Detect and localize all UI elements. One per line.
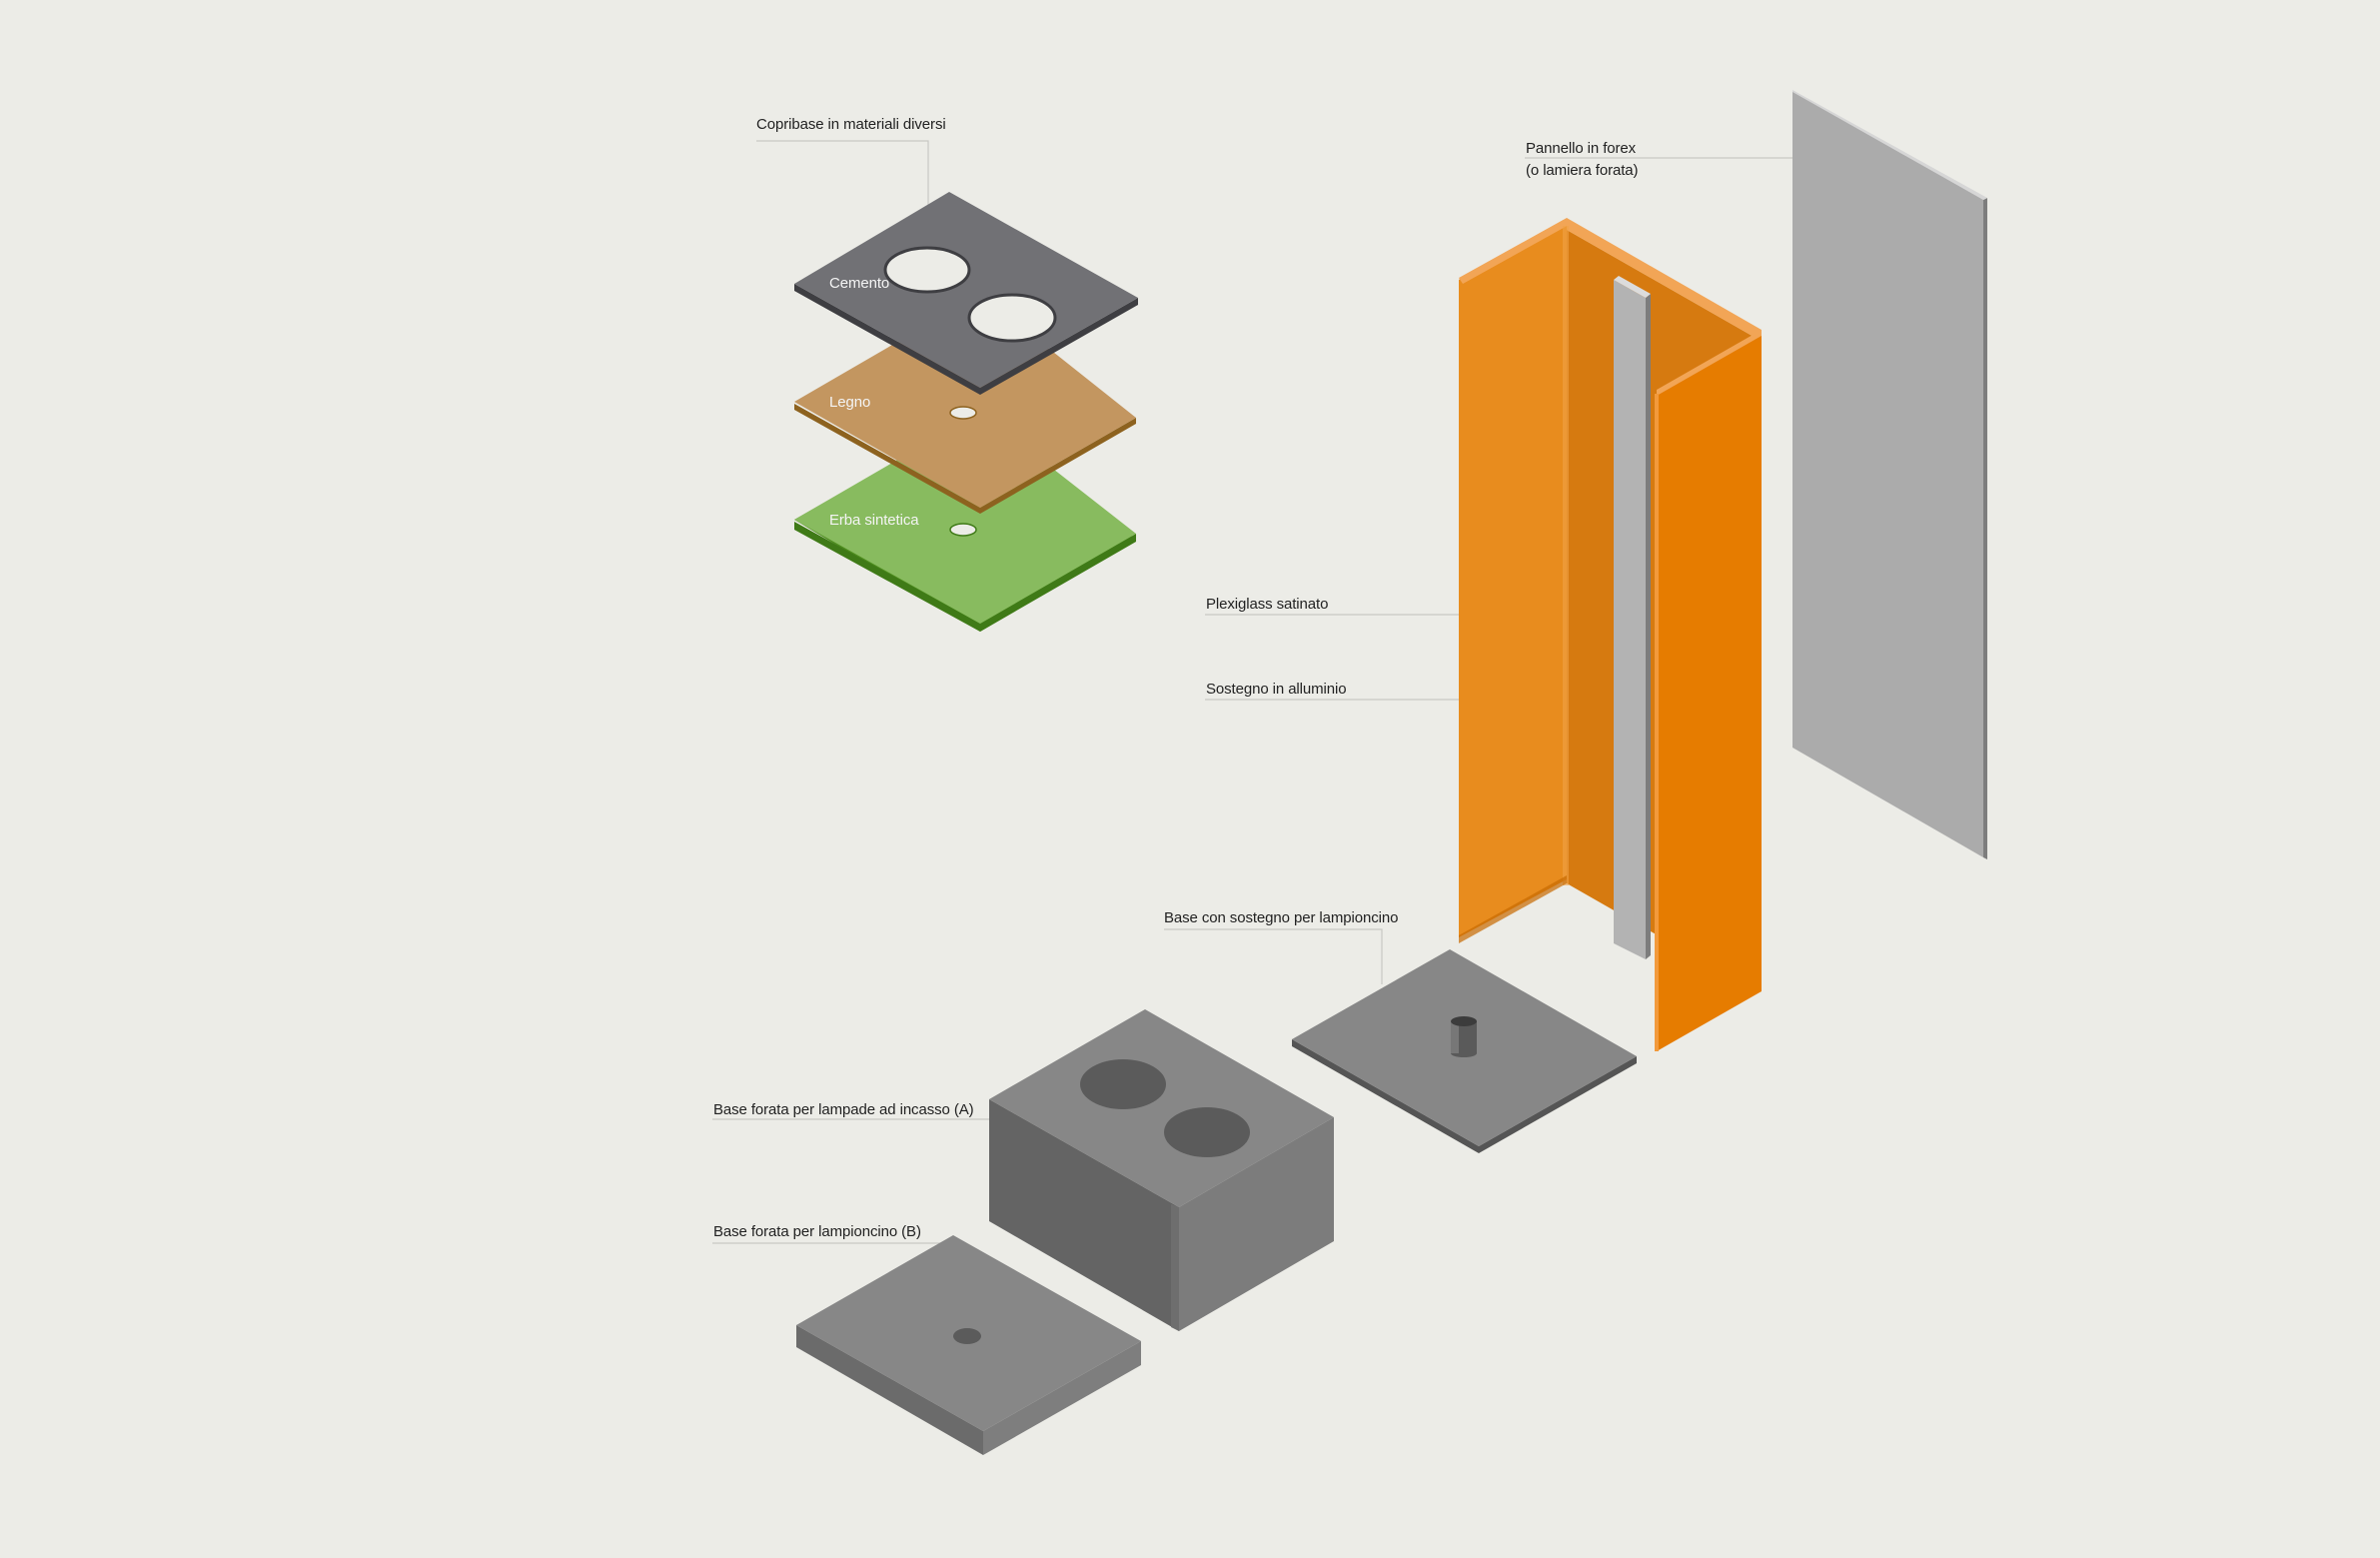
- label-base-sostegno: Base con sostegno per lampioncino: [1164, 909, 1399, 926]
- label-base-forata-a: Base forata per lampade ad incasso (A): [713, 1101, 974, 1118]
- label-base-forata-b: Base forata per lampioncino (B): [713, 1223, 921, 1240]
- lampioncino-pin: [1451, 1016, 1477, 1057]
- leader-base-sostegno: [1164, 928, 1383, 984]
- label-sostegno: Sostegno in alluminio: [1206, 681, 1347, 698]
- label-pannello: Pannello in forex (o lamiera forata): [1526, 138, 1639, 182]
- leader-lines: [712, 140, 1842, 1244]
- base-forata-a: [989, 1009, 1334, 1331]
- label-legno: Legno: [829, 394, 871, 411]
- sostegno-alluminio: [1614, 276, 1651, 959]
- base-con-sostegno: [1292, 949, 1637, 1153]
- label-pannello-line1: Pannello in forex: [1526, 140, 1637, 157]
- label-erba-sintetica: Erba sintetica: [829, 512, 919, 529]
- pannello-forex: [1792, 90, 1987, 859]
- legno-plate: [794, 294, 1136, 514]
- label-pannello-line2: (o lamiera forata): [1526, 162, 1639, 179]
- erba-sintetica-plate: [794, 412, 1136, 632]
- plexiglass-satinato: [1459, 218, 1762, 1051]
- base-forata-b: [796, 1235, 1141, 1455]
- label-plexiglass: Plexiglass satinato: [1206, 596, 1329, 613]
- cemento-plate: [794, 192, 1138, 395]
- label-copribase: Copribase in materiali diversi: [756, 116, 946, 133]
- label-cemento: Cemento: [829, 275, 890, 292]
